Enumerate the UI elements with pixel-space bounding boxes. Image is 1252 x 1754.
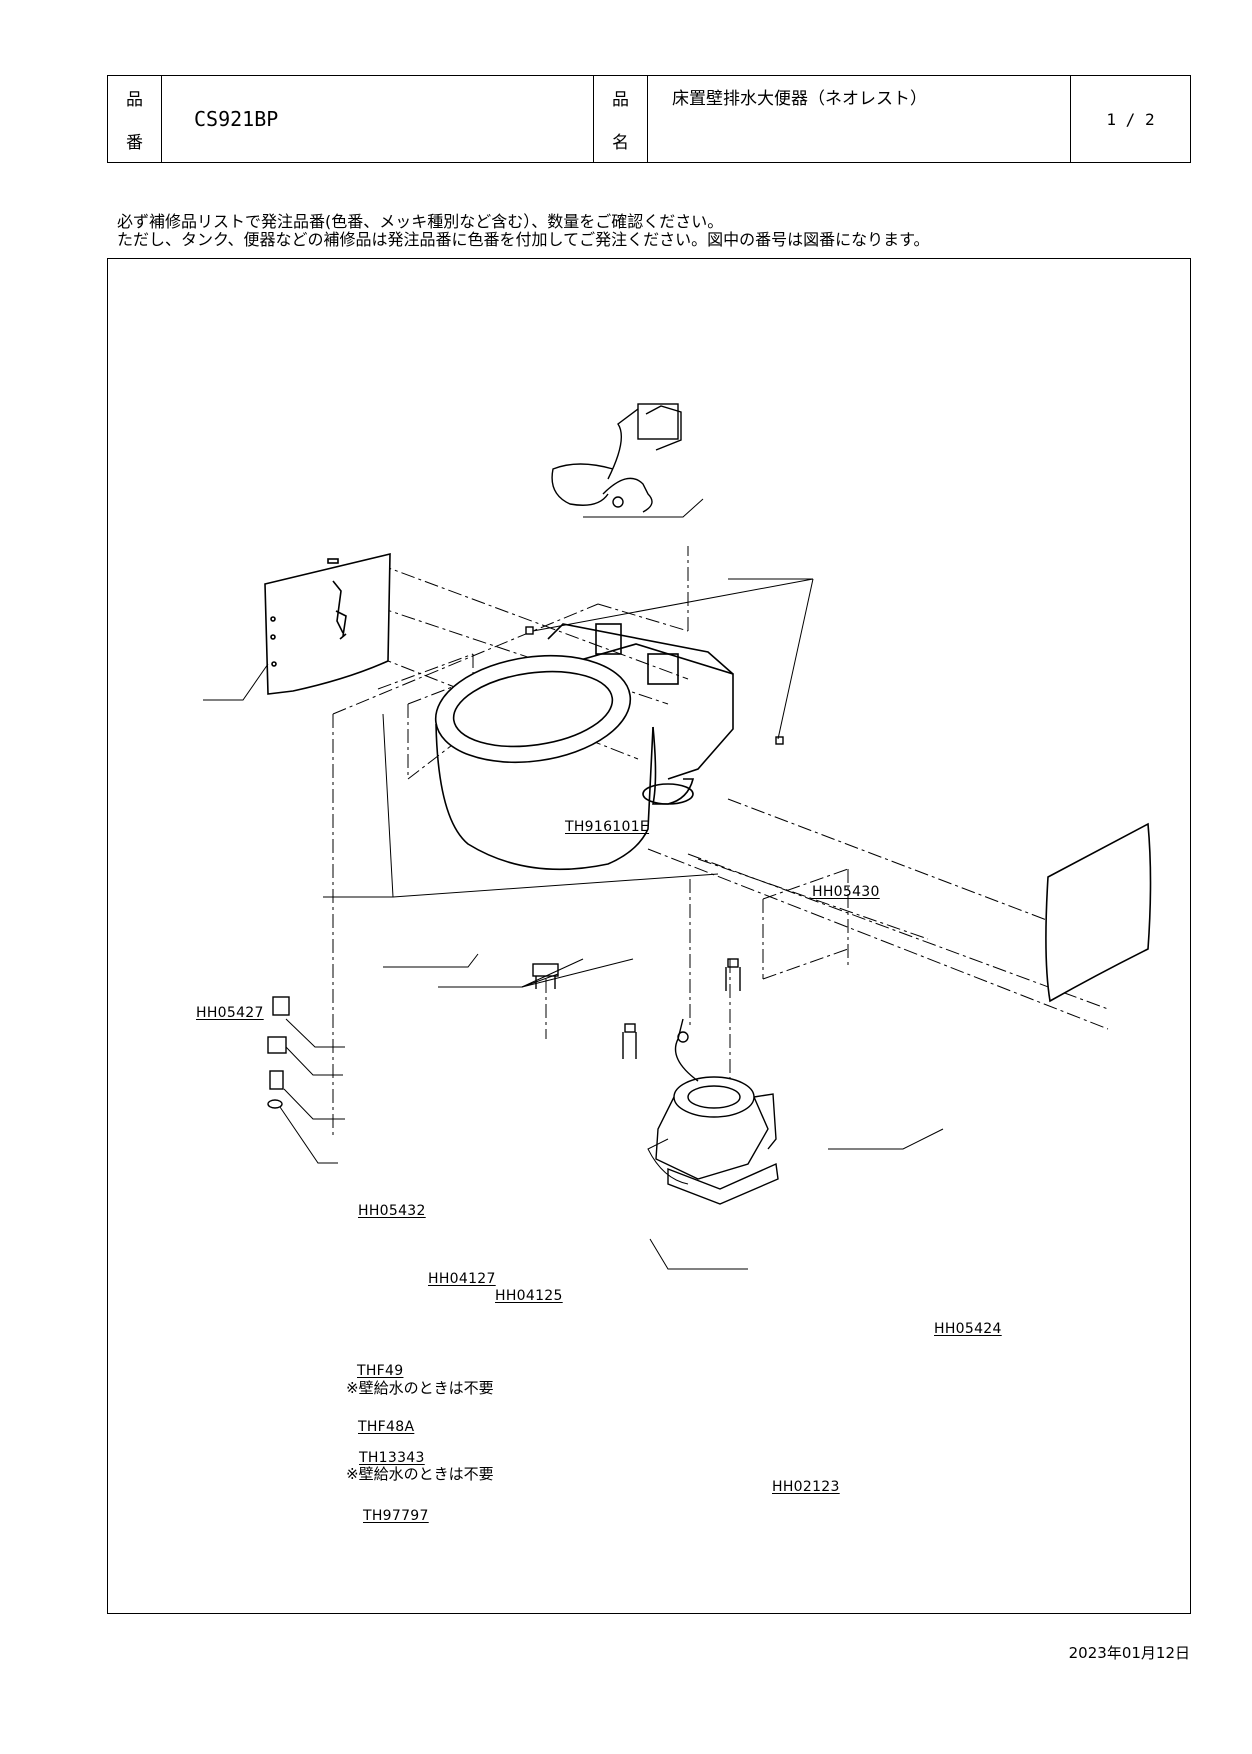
assembly-lines [332,546,1124,1139]
side-panel-right-shape [1045,822,1152,1003]
product-code: CS921BP [162,76,594,162]
part-label-th916101e: TH916101E [565,819,650,835]
part-label-thf48a: THF48A [358,1419,415,1435]
diagram-svg [203,403,1152,1270]
part-label-th13343: TH13343 [359,1450,425,1466]
title-block: 品 番 CS921BP 品 名 床置壁排水大便器（ネオレスト） 1 / 2 [107,75,1191,163]
part-label-hh04125: HH04125 [495,1288,563,1304]
toilet-body-shape [434,623,734,871]
product-name-label-2: 名 [612,133,629,153]
part-label-hh02123: HH02123 [772,1479,840,1495]
part-label-th97797: TH97797 [363,1508,429,1524]
part-label-thf49: THF49 [357,1363,404,1379]
product-code-label: 品 番 [108,76,162,162]
page-number: 1 / 2 [1106,109,1155,129]
issue-date: 2023年01月12日 [1068,1644,1190,1662]
part-label-hh05432: HH05432 [358,1203,426,1219]
supply-hose-assembly-shape [551,403,682,513]
part-label-hh04127: HH04127 [428,1271,496,1287]
order-notice: 必ず補修品リストで発注品番(色番、メッキ種別など含む）、数量をご確認ください。 … [117,213,929,249]
note-wall-supply-1: ※壁給水のときは不要 [346,1379,494,1397]
product-name: 床置壁排水大便器（ネオレスト） [648,76,1071,162]
part-label-hh05430: HH05430 [812,884,880,900]
exploded-diagram: TH916101E HH05430 HH05427 HH05432 HH0412… [107,258,1191,1614]
product-code-label-1: 品 [126,90,143,110]
product-name-label: 品 名 [594,76,648,162]
notice-line-2: ただし、タンク、便器などの補修品は発注品番に色番を付加してご発注ください。図中の… [117,230,930,249]
product-name-label-1: 品 [612,90,629,110]
product-code-label-2: 番 [126,133,143,153]
leader-lines [203,498,944,1270]
part-label-hh05424: HH05424 [934,1321,1002,1337]
note-wall-supply-2: ※壁給水のときは不要 [346,1465,494,1483]
notice-line-1: 必ず補修品リストで発注品番(色番、メッキ種別など含む）、数量をご確認ください。 [117,212,724,231]
side-panel-left-shape [264,552,391,695]
drain-socket-shape [655,1018,779,1205]
part-label-hh05427: HH05427 [196,1005,264,1021]
